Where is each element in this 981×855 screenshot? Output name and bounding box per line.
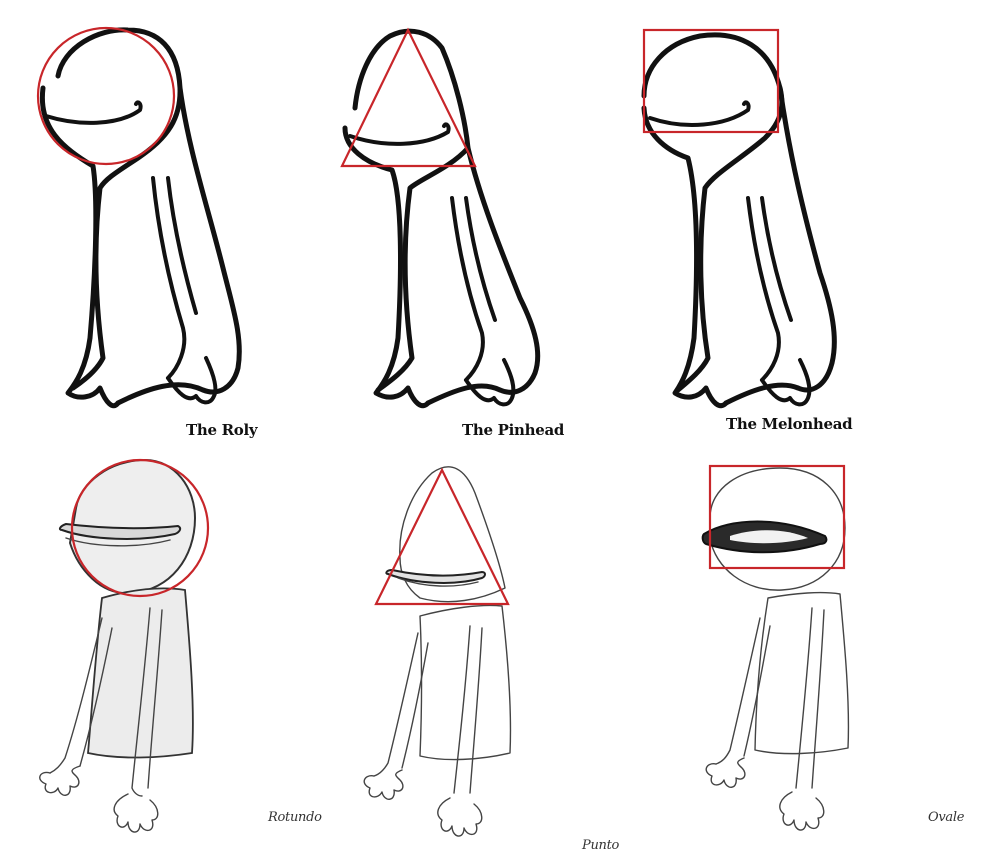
melonhead-mouth: [650, 102, 749, 125]
ovale-hand-right: [780, 792, 824, 830]
punto-character-drawing: [340, 448, 640, 855]
bottom-panel-punto: Punto: [340, 448, 640, 855]
melonhead-arm: [748, 198, 809, 404]
roly-mouth: [46, 102, 141, 122]
ovale-arm-right-inner: [812, 610, 824, 788]
punto-arm-right-inner: [470, 628, 482, 793]
pinhead-triangle-guide: [342, 30, 475, 166]
top-panel-melonhead: The Melonhead: [640, 8, 940, 443]
punto-hand-right: [438, 798, 482, 836]
caption-rotundo: Rotundo: [268, 810, 322, 825]
punto-mouth: [386, 570, 485, 583]
rotundo-hand-left: [40, 766, 80, 795]
caption-ovale: Ovale: [928, 810, 964, 825]
ovale-arm-right: [796, 608, 812, 788]
melonhead-body: [644, 35, 834, 406]
roly-circle-guide: [38, 28, 174, 164]
rotundo-shirt: [88, 588, 193, 757]
pinhead-character-drawing: [330, 8, 630, 443]
roly-character-drawing: [18, 8, 318, 443]
pinhead-mouth: [350, 124, 449, 143]
punto-arm-left-inner: [402, 643, 428, 768]
bottom-panel-ovale: Ovale: [660, 448, 975, 855]
caption-melonhead: The Melonhead: [726, 415, 852, 433]
ovale-character-drawing: [660, 448, 975, 855]
rotundo-hand-right: [114, 794, 158, 832]
melonhead-character-drawing: [640, 8, 940, 443]
pinhead-body: [345, 31, 538, 406]
top-panel-roly: The Roly: [18, 8, 318, 443]
ovale-arm-left: [716, 618, 760, 764]
pinhead-arm: [452, 198, 513, 404]
punto-hand-left: [364, 770, 403, 799]
caption-roly: The Roly: [186, 421, 257, 439]
punto-arm-right: [454, 626, 470, 793]
top-panel-pinhead: The Pinhead: [330, 8, 630, 443]
punto-arm-left: [374, 633, 418, 776]
caption-pinhead: The Pinhead: [462, 421, 564, 439]
ovale-hand-left: [706, 758, 745, 787]
rotundo-character-drawing: [10, 448, 328, 855]
melonhead-rectangle-guide: [644, 30, 778, 132]
bottom-panel-rotundo: Rotundo: [10, 448, 328, 855]
roly-body: [42, 30, 239, 406]
caption-punto: Punto: [582, 838, 619, 853]
